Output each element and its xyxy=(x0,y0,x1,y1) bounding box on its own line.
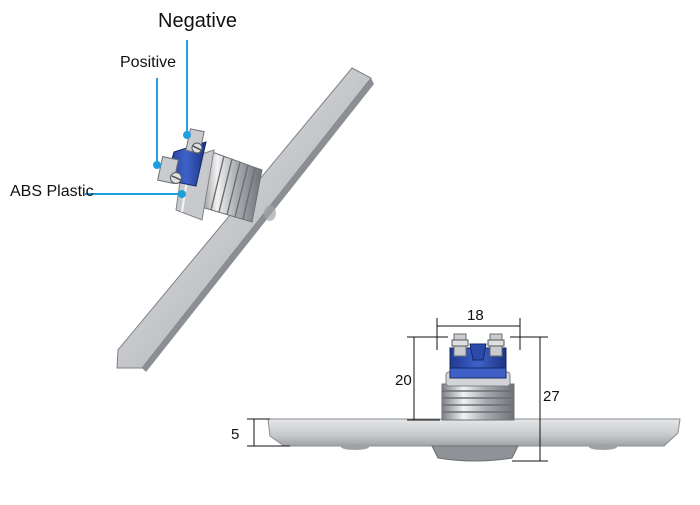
plate-rivet xyxy=(264,205,276,221)
positive-terminal-screw xyxy=(157,156,182,184)
side-threaded-body xyxy=(441,371,515,421)
dimension-total-height-label: 27 xyxy=(543,388,560,405)
button-side-view xyxy=(247,318,681,462)
button-angled-view xyxy=(85,40,374,372)
dimension-width-label: 18 xyxy=(467,307,484,324)
bottom-cap xyxy=(431,445,519,462)
abs-plastic-label: ABS Plastic xyxy=(10,183,94,200)
dimension-plate-thickness-label: 5 xyxy=(231,426,240,443)
dimension-lines xyxy=(247,318,548,462)
steel-plate-edge xyxy=(142,78,374,372)
callout-lines xyxy=(85,40,191,198)
steel-plate-side xyxy=(267,418,681,447)
negative-label: Negative xyxy=(158,10,237,32)
dimension-button-height-label: 20 xyxy=(395,372,412,389)
side-abs-terminal-block xyxy=(449,333,507,379)
positive-label: Positive xyxy=(120,54,177,71)
